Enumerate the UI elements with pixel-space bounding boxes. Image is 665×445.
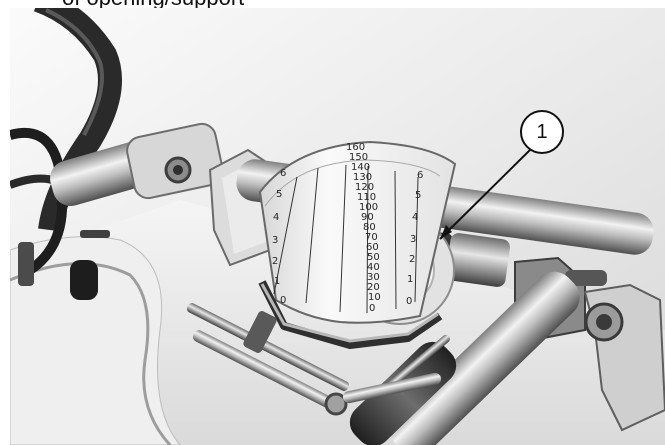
center-scale-0: 0	[369, 303, 375, 314]
center-scale-40: 40	[367, 262, 380, 273]
machine-photo: 6 5 4 3 2 1 0 160 150 140 130 120 110 10…	[10, 0, 665, 445]
left-scale-2: 2	[272, 256, 278, 267]
center-scale-160: 160	[346, 142, 365, 153]
center-scale-150: 150	[349, 152, 368, 163]
center-scale-30: 30	[367, 272, 380, 283]
left-scale-6: 6	[280, 168, 286, 179]
center-scale-140: 140	[351, 162, 370, 173]
center-scale-130: 130	[353, 172, 372, 183]
center-scale-120: 120	[355, 182, 374, 193]
center-scale-100: 100	[359, 202, 378, 213]
cropped-caption-band: of opening/support	[0, 0, 665, 8]
right-scale-1: 1	[407, 274, 413, 285]
right-scale-4: 4	[412, 212, 418, 223]
center-scale-80: 80	[363, 222, 376, 233]
center-scale-60: 60	[366, 242, 379, 253]
right-scale-0: 0	[406, 296, 412, 307]
left-scale-3: 3	[272, 235, 278, 246]
right-scale-5: 5	[415, 190, 421, 201]
right-scale-3: 3	[410, 234, 416, 245]
left-scale-0: 0	[280, 295, 286, 306]
left-scale-1: 1	[274, 276, 280, 287]
center-scale-20: 20	[367, 282, 380, 293]
left-scale-5: 5	[276, 189, 282, 200]
dial-scale-text: 6 5 4 3 2 1 0 160 150 140 130 120 110 10…	[272, 142, 423, 314]
center-scale-10: 10	[368, 292, 381, 303]
callout-number: 1	[536, 121, 548, 143]
center-scale-70: 70	[365, 232, 378, 243]
center-scale-50: 50	[367, 252, 380, 263]
cropped-caption-text: of opening/support	[62, 0, 244, 8]
center-scale-110: 110	[357, 192, 376, 203]
center-scale-90: 90	[361, 212, 374, 223]
right-scale-6: 6	[417, 170, 423, 181]
right-scale-2: 2	[409, 254, 415, 265]
left-scale-4: 4	[273, 212, 279, 223]
